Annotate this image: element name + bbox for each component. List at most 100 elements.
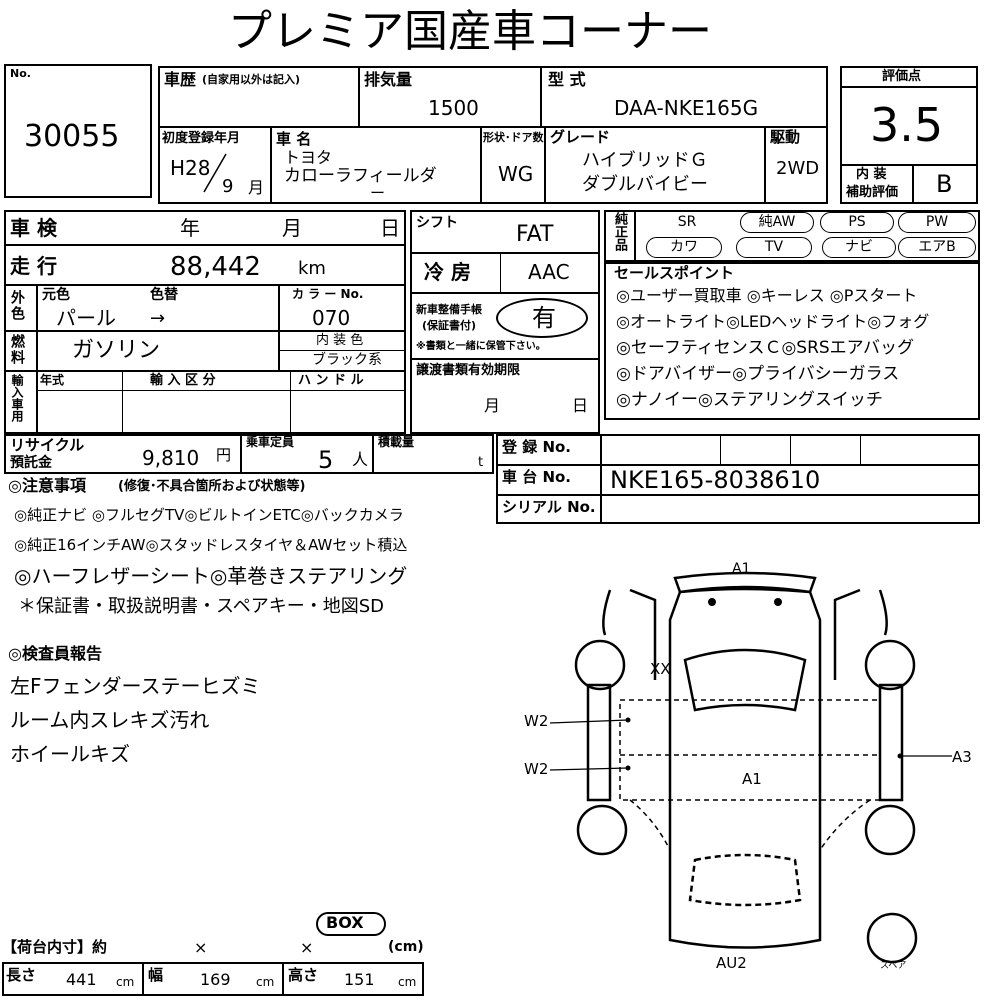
cargo-times1: × bbox=[194, 938, 208, 957]
divider bbox=[158, 126, 828, 128]
shift-label: シフト bbox=[416, 215, 458, 231]
car-maker: トヨタ bbox=[284, 148, 333, 167]
first-reg-slash bbox=[203, 153, 227, 193]
transfer-month: 月 bbox=[484, 396, 501, 415]
cargo-height-label: 高さ bbox=[288, 966, 319, 984]
diagram-label-a1-top: A1 bbox=[732, 561, 751, 577]
grade-line1: ハイブリッドＧ bbox=[582, 150, 708, 171]
mileage-value: 88,442 bbox=[170, 252, 261, 282]
recycle-label2: 預託金 bbox=[10, 455, 52, 471]
divider bbox=[4, 284, 406, 286]
transfer-day: 日 bbox=[572, 396, 589, 415]
recycle-value: 9,810 bbox=[142, 446, 200, 470]
ac-value: AAC bbox=[528, 260, 570, 284]
score-value: 3.5 bbox=[870, 98, 944, 152]
divider bbox=[600, 434, 602, 524]
load-unit: t bbox=[478, 455, 484, 470]
divider bbox=[278, 284, 280, 370]
inspection-year: 年 bbox=[180, 216, 200, 240]
shift-value: FAT bbox=[516, 222, 554, 247]
cargo-height-unit: cm bbox=[398, 975, 417, 989]
divider bbox=[372, 434, 374, 474]
color-no-label: カ ラ ー No. bbox=[292, 287, 364, 301]
interior-color-label: 内 装 色 bbox=[316, 333, 364, 348]
equip-genuine-aw: 純AW bbox=[740, 212, 814, 233]
divider bbox=[790, 434, 791, 464]
note-line: ◎純正16インチAW◎スタッドレスタイヤ＆AWセット積込 bbox=[14, 536, 408, 554]
mileage-label: 走 行 bbox=[10, 254, 57, 278]
registration-table bbox=[496, 434, 980, 524]
note-line: ＊保証書・取扱説明書・スペアキー・地図SD bbox=[18, 596, 385, 617]
equip-leather: カワ bbox=[646, 237, 722, 258]
grade-label: グレード bbox=[550, 128, 611, 146]
cargo-cm-unit: (cm) bbox=[388, 939, 424, 955]
drive-label: 駆動 bbox=[770, 128, 801, 146]
body-type-value: WG bbox=[498, 162, 534, 186]
interior-score-label2: 補助評価 bbox=[846, 185, 899, 200]
chassis-label: 車 台 No. bbox=[502, 468, 572, 486]
car-damage-diagram bbox=[549, 571, 952, 964]
divider bbox=[290, 370, 291, 434]
divider bbox=[36, 390, 406, 391]
divider bbox=[4, 330, 406, 332]
displacement-value: 1500 bbox=[428, 96, 479, 120]
recycle-row bbox=[4, 434, 494, 474]
sales-points-label: セールスポイント bbox=[614, 264, 735, 282]
car-name-line1: カローラフィールダ bbox=[284, 166, 437, 186]
divider bbox=[278, 350, 406, 351]
import-year-label: 年式 bbox=[40, 373, 65, 387]
diagram-label-w2-upper: W2 bbox=[524, 712, 549, 730]
car-name-label: 車 名 bbox=[276, 130, 312, 148]
divider bbox=[840, 86, 978, 88]
capacity-value: 5 bbox=[318, 446, 334, 474]
divider bbox=[410, 252, 600, 254]
inspection-month: 月 bbox=[282, 216, 302, 240]
capacity-unit: 人 bbox=[352, 450, 369, 469]
divider bbox=[480, 126, 482, 204]
equipment-box bbox=[604, 210, 980, 262]
inspector-line: 左Fフェンダーステーヒズミ bbox=[10, 674, 261, 698]
equip-ps: PS bbox=[820, 212, 894, 233]
warranty-note: ※書類と一緒に保管下さい。 bbox=[416, 341, 546, 352]
color-no-value: 070 bbox=[312, 306, 351, 330]
first-reg-month-unit: 月 bbox=[248, 178, 265, 197]
body-type-label: 形状･ドア数 bbox=[483, 131, 544, 144]
sales-point-line: ◎セーフティセンスＣ◎SRSエアバッグ bbox=[616, 338, 915, 358]
divider bbox=[496, 494, 980, 496]
cargo-heading: 【荷台内寸】約 bbox=[2, 938, 108, 956]
import-handle-label: ハ ン ド ル bbox=[298, 373, 364, 388]
exterior-orig-value: パール bbox=[56, 306, 116, 330]
divider bbox=[240, 434, 242, 474]
divider bbox=[634, 210, 636, 262]
cargo-width-value: 169 bbox=[200, 970, 231, 989]
sales-point-line: ◎ナノイー◎ステアリングスイッチ bbox=[616, 390, 883, 410]
registration-label: 登 録 No. bbox=[502, 438, 572, 456]
divider bbox=[4, 244, 406, 246]
cargo-length-unit: cm bbox=[116, 975, 135, 989]
sales-point-line: ◎オートライト◎LEDヘッドライト◎フォグ bbox=[616, 312, 930, 331]
equip-navi: ナビ bbox=[822, 237, 896, 258]
cargo-length-value: 441 bbox=[66, 970, 97, 989]
note-line: ◎純正ナビ ◎フルセグTV◎ビルトインETC◎バックカメラ bbox=[14, 506, 404, 524]
chassis-value: NKE165-8038610 bbox=[610, 466, 821, 494]
warranty-label2: (保証書付) bbox=[422, 319, 477, 332]
cargo-width-unit: cm bbox=[256, 975, 275, 989]
box-badge bbox=[316, 912, 386, 936]
diagram-label-xx: XX bbox=[650, 660, 671, 678]
interior-score-label1: 内 装 bbox=[856, 167, 887, 182]
exterior-side-label: 外色 bbox=[9, 290, 25, 322]
car-name-line2: ー bbox=[370, 184, 386, 202]
serial-label: シリアル No. bbox=[502, 498, 596, 516]
divider bbox=[142, 962, 144, 996]
notes-heading: ◎注意事項 bbox=[8, 476, 86, 495]
first-reg-month: 9 bbox=[222, 176, 234, 197]
mileage-unit: km bbox=[298, 258, 326, 279]
divider bbox=[282, 962, 284, 996]
score-label: 評価点 bbox=[882, 69, 922, 84]
exterior-arrow: → bbox=[150, 308, 166, 329]
first-reg-label: 初度登録年月 bbox=[162, 131, 241, 146]
cargo-height-value: 151 bbox=[344, 970, 375, 989]
divider bbox=[840, 164, 978, 166]
drive-value: 2WD bbox=[776, 158, 820, 179]
middle-info-table bbox=[410, 210, 600, 434]
